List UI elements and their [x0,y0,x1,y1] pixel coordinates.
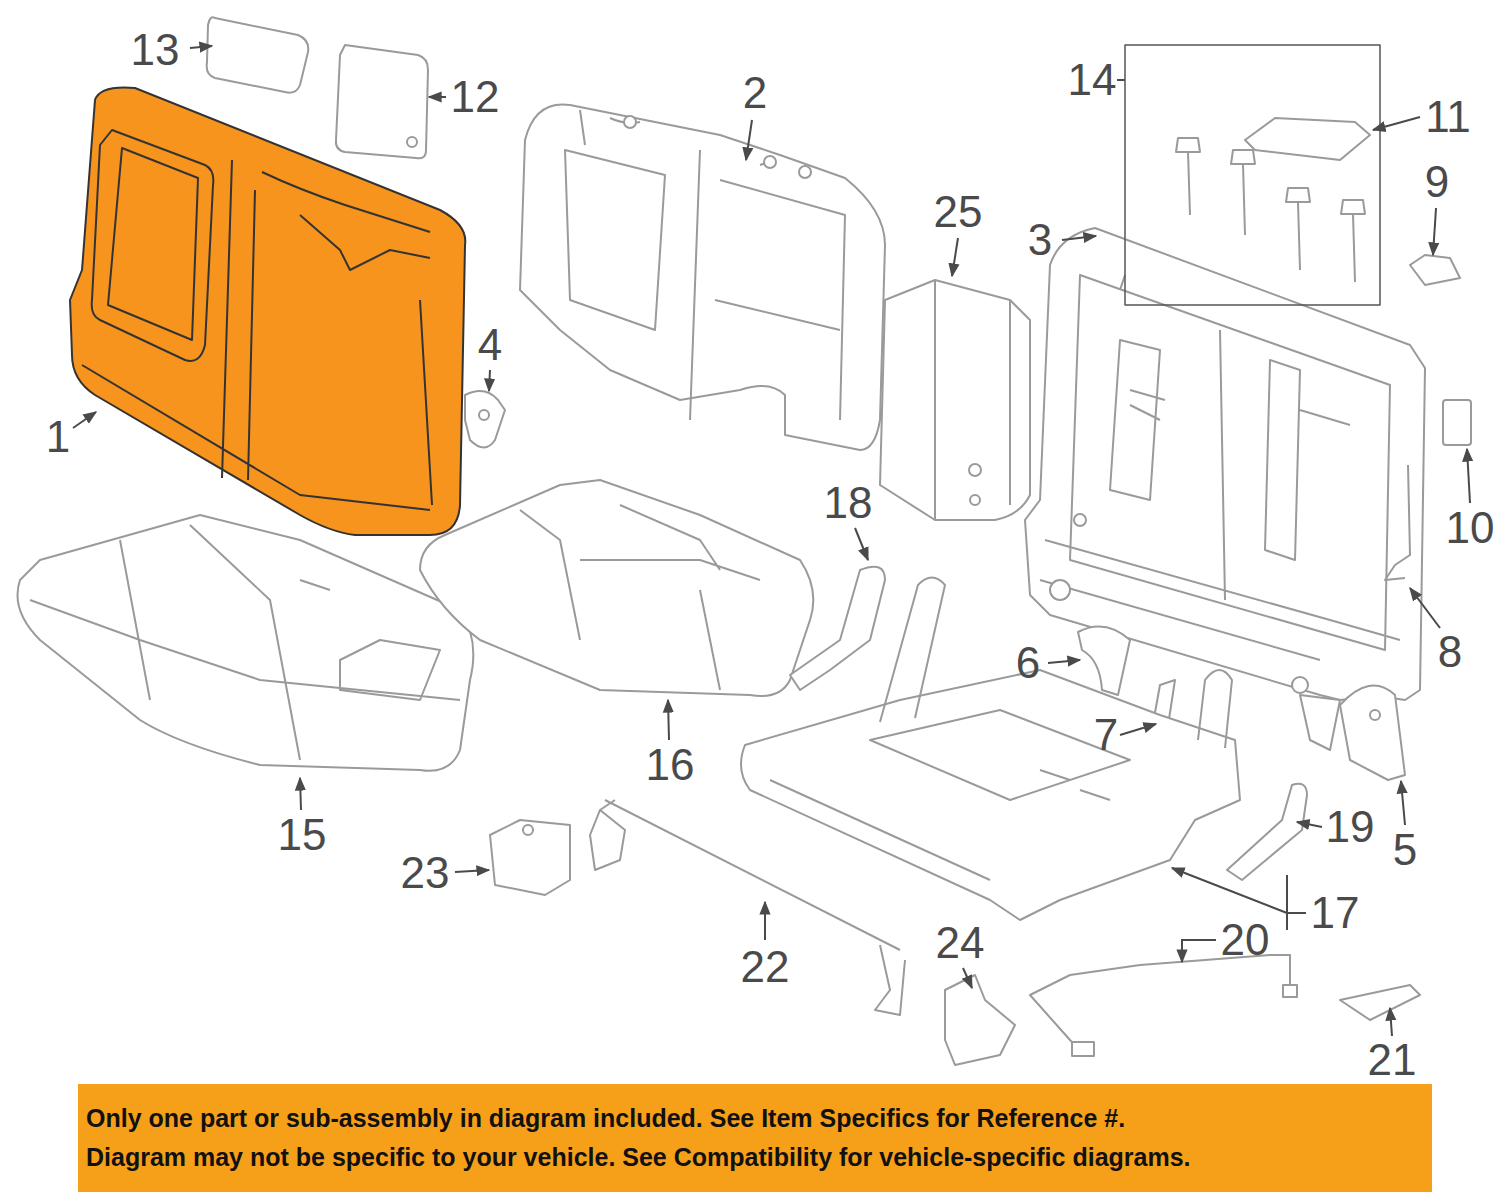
pad-hole [624,116,636,128]
pivot-cover [465,391,505,448]
back-panel [880,280,1030,520]
callout-number: 11 [1425,95,1471,139]
seat-back-seam [92,130,214,361]
headrest-hole [407,137,417,147]
cable-plug [1283,985,1297,997]
callout-number: 6 [1016,641,1040,685]
trim-cover [1245,118,1370,160]
frame-bolt [1074,514,1086,526]
trim-piece [1340,985,1420,1020]
pivot-hole [1370,710,1380,720]
block [490,820,570,895]
seat-back-seam [108,148,198,340]
notice-band: Only one part or sub-assembly in diagram… [78,1084,1432,1192]
callout-number: 5 [1393,828,1417,872]
frame-pivot [1300,695,1340,750]
block-hole [523,825,533,835]
pad-contour [565,110,845,420]
callout-number: 12 [451,75,500,119]
notice-text: Only one part or sub-assembly in diagram… [86,1099,1424,1138]
callout-number: 19 [1326,805,1375,849]
headrest [207,17,309,92]
leader-lines [73,46,1470,1036]
notice-text: Diagram may not be specific to your vehi… [86,1138,1424,1177]
pad-hole [764,156,776,168]
pad-contour [520,505,760,690]
callout-number: 8 [1438,630,1462,674]
seat-back-seam [82,160,432,510]
latch-cover [1410,255,1460,285]
frame-bolt [1292,677,1308,693]
callout-number: 9 [1425,160,1449,204]
panel-hole [969,464,981,476]
callout-number: 17 [1311,891,1360,935]
callout-number: 7 [1094,713,1118,757]
callout-number: 4 [478,323,502,367]
callout-number: 3 [1028,218,1052,262]
panel-hole [970,495,980,505]
frame-detail [770,578,1232,881]
pivot-hole [479,410,489,420]
callout-number: 14 [1068,58,1117,102]
seat-back-pad [520,104,885,450]
side-trim [790,567,885,690]
frame-detail [1040,275,1400,660]
frame-bolt [1050,580,1070,600]
callout-number: 15 [278,813,327,857]
callout-number: 18 [824,481,873,525]
cable [1030,955,1290,1050]
cushion-seam [30,525,460,760]
pad-hole [799,166,811,178]
callout-number: 21 [1368,1038,1417,1082]
bolt-group-box [1125,45,1380,305]
callout-number: 10 [1446,506,1495,550]
callout-number: 23 [401,851,450,895]
cable-plug [1072,1042,1094,1056]
callout-number: 1 [46,415,70,459]
cross-bar [590,800,905,1015]
seat-cushion-pad [420,480,813,696]
seat-frame [741,670,1240,920]
guide [945,975,1015,1065]
callout-number: 20 [1221,918,1270,962]
callout-number: 16 [646,743,695,787]
callout-number: 2 [743,71,767,115]
seat-cushion-cover [18,515,474,771]
callout-number: 22 [741,945,790,989]
release-button [1443,400,1471,445]
pivot-cover [1340,686,1405,780]
seat-back-frame [1025,228,1425,700]
callout-number: 13 [131,28,180,72]
callout-number: 24 [936,921,985,965]
rod [1385,465,1410,580]
panel-edge [935,280,1010,520]
callout-number: 25 [934,190,983,234]
headrest [336,45,428,158]
pivot-cover [1078,627,1130,695]
